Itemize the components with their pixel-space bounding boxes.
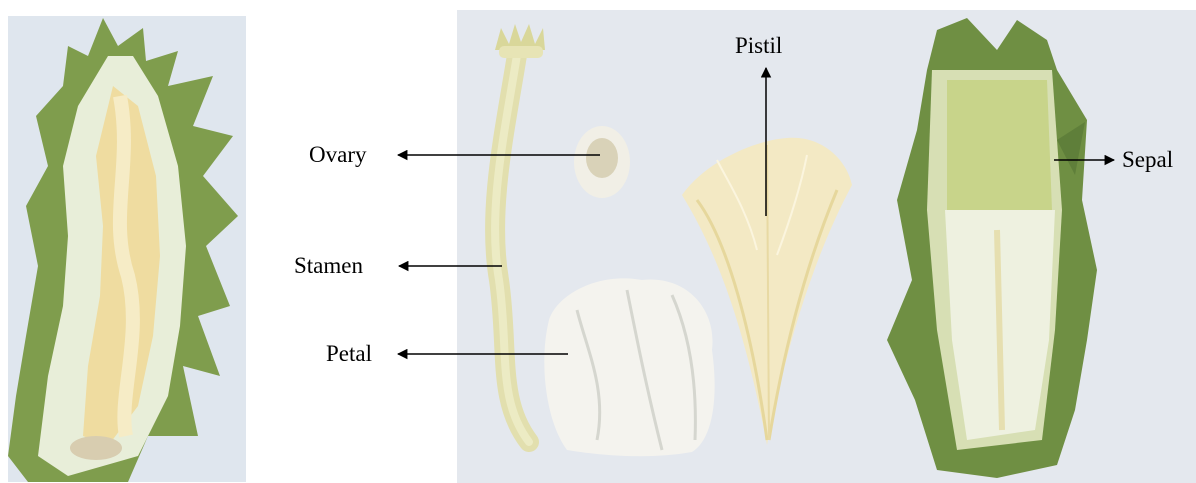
pistil-label: Pistil — [735, 34, 782, 57]
stamen-label: Stamen — [294, 254, 363, 277]
petal-label: Petal — [326, 342, 372, 365]
sepal-label: Sepal — [1122, 148, 1173, 171]
flower-parts-photo — [457, 10, 1196, 483]
bud-section-photo — [8, 16, 246, 482]
ovary-specimen — [574, 126, 630, 198]
petal-specimen — [544, 278, 714, 456]
bud-ovary-cavity — [70, 436, 122, 460]
ovary-label: Ovary — [309, 143, 366, 166]
